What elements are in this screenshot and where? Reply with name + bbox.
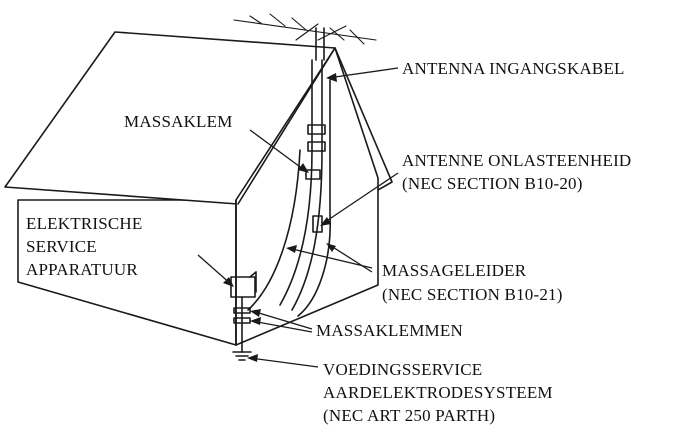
label-discharge-unit-1: ANTENNE ONLASTEENHEID: [402, 151, 631, 170]
label-service-equipment-2: SERVICE: [26, 237, 97, 256]
antenna-boom: [233, 19, 377, 41]
label-electrode-system-3: (NEC ART 250 PARTH): [323, 406, 495, 425]
label-service-equipment-3: APPARATUUR: [26, 260, 138, 279]
ground-clamp-on-mast: [305, 169, 321, 180]
mast-clamp-2: [307, 141, 326, 152]
label-service-equipment-1: ELEKTRISCHE: [26, 214, 142, 233]
mast-clamp-1: [307, 124, 326, 135]
antenna: [233, 13, 377, 61]
label-discharge-unit-2: (NEC SECTION B10-20): [402, 174, 583, 193]
label-antenna-lead-in: ANTENNA INGANGSKABEL: [402, 59, 625, 78]
gable-eave: [237, 47, 393, 205]
label-ground-clamp: MASSAKLEM: [124, 112, 233, 131]
house: [4, 31, 393, 346]
label-electrode-system-2: AARDELEKTRODESYSTEEM: [323, 383, 553, 402]
label-electrode-system-1: VOEDINGSSERVICE: [323, 360, 482, 379]
service-equipment: [230, 271, 257, 361]
labels: ANTENNA INGANGSKABEL MASSAKLEM ANTENNE O…: [26, 59, 631, 425]
callout-pointers: [197, 67, 399, 368]
label-grounding-conductors-2: (NEC SECTION B10-21): [382, 285, 563, 304]
service-box: [230, 276, 256, 298]
label-ground-clamps: MASSAKLEMMEN: [316, 321, 463, 340]
label-grounding-conductors-1: MASSAGELEIDER: [382, 261, 527, 280]
